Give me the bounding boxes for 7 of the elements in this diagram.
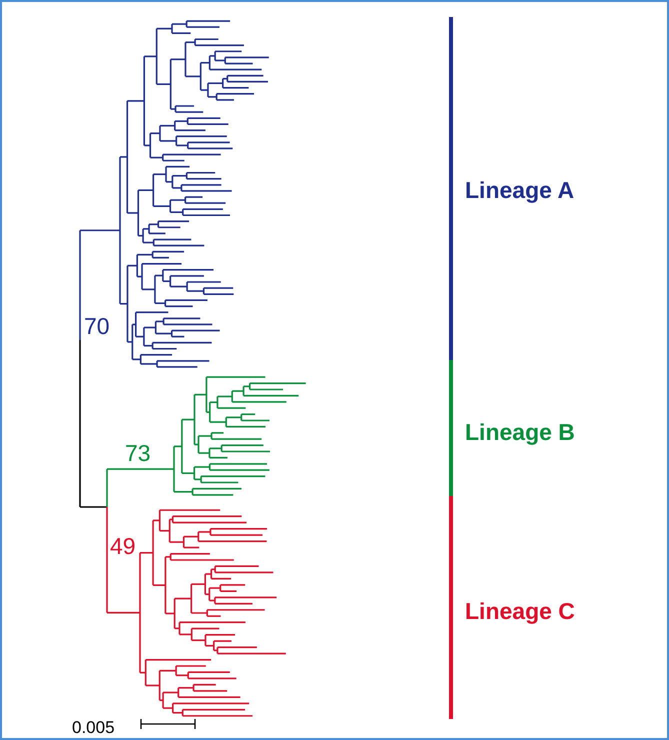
scale-value: 0.005: [72, 719, 115, 736]
clade-label: Lineage C: [465, 600, 575, 623]
clade-label: Lineage A: [465, 179, 574, 202]
bootstrap-value: 49: [110, 535, 136, 558]
bootstrap-value: 70: [84, 315, 110, 338]
bootstrap-value: 73: [125, 442, 151, 465]
clade-label: Lineage B: [465, 421, 575, 444]
